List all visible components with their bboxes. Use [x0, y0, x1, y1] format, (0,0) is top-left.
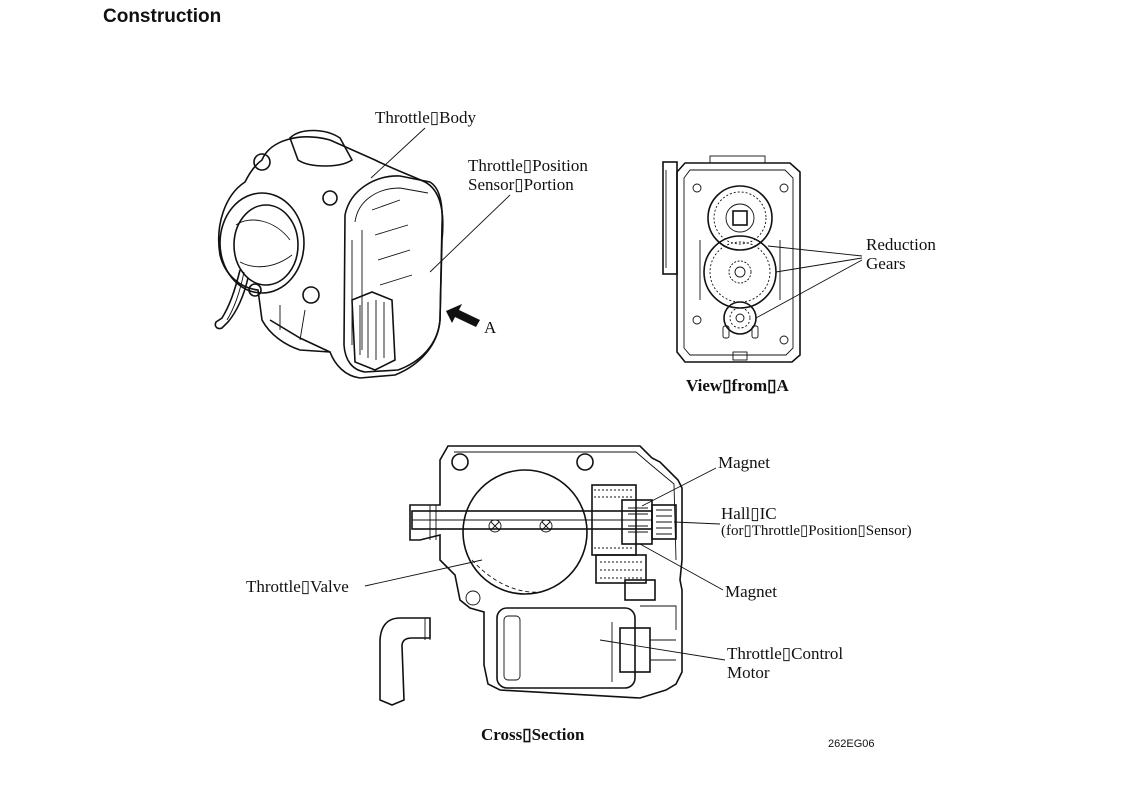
magnet-top-label: Magnet [718, 453, 770, 472]
view-direction-arrow [446, 304, 480, 327]
magnet-top-leader [641, 467, 717, 507]
reduction-gears-label-line1: Reduction [866, 235, 936, 254]
reduction-gears-label-line2: Gears [866, 254, 906, 273]
throttle-body-label: Throttle▯Body [375, 108, 476, 127]
throttle-valve-label: Throttle▯Valve [246, 577, 349, 596]
view-from-a-caption: View▯from▯A [686, 376, 789, 395]
hall-ic-leader [673, 521, 721, 525]
throttle-control-motor-label-line1: Throttle▯Control [727, 644, 844, 663]
tps-portion-label-line1: Throttle▯Position [468, 156, 588, 175]
reduction-gear-leader-1 [767, 245, 863, 257]
reduction-gear-leader-2 [775, 257, 863, 273]
magnet-bottom-label: Magnet [725, 582, 777, 601]
view-from-a-illustration [662, 155, 801, 363]
page-title: Construction [103, 6, 222, 27]
cross-section-caption: Cross▯Section [481, 725, 585, 744]
figure-code: 262EG06 [828, 738, 875, 750]
hall-ic-label-line1: Hall▯IC [721, 504, 777, 523]
arrow-a-label: A [484, 318, 497, 337]
throttle-body-leader [370, 127, 426, 179]
reduction-gear-leader-3 [755, 259, 863, 319]
throttle-control-motor-label-line2: Motor [727, 663, 770, 682]
throttle-valve-leader [364, 559, 483, 587]
hall-ic-label-line2: (for▯Throttle▯Position▯Sensor) [721, 523, 912, 539]
tps-portion-label-line2: Sensor▯Portion [468, 175, 574, 194]
tps-leader [429, 194, 511, 273]
cross-section-illustration [379, 445, 683, 706]
throttle-body-illustration [214, 129, 444, 379]
motor-leader [599, 639, 726, 661]
magnet-bottom-leader [639, 543, 724, 591]
